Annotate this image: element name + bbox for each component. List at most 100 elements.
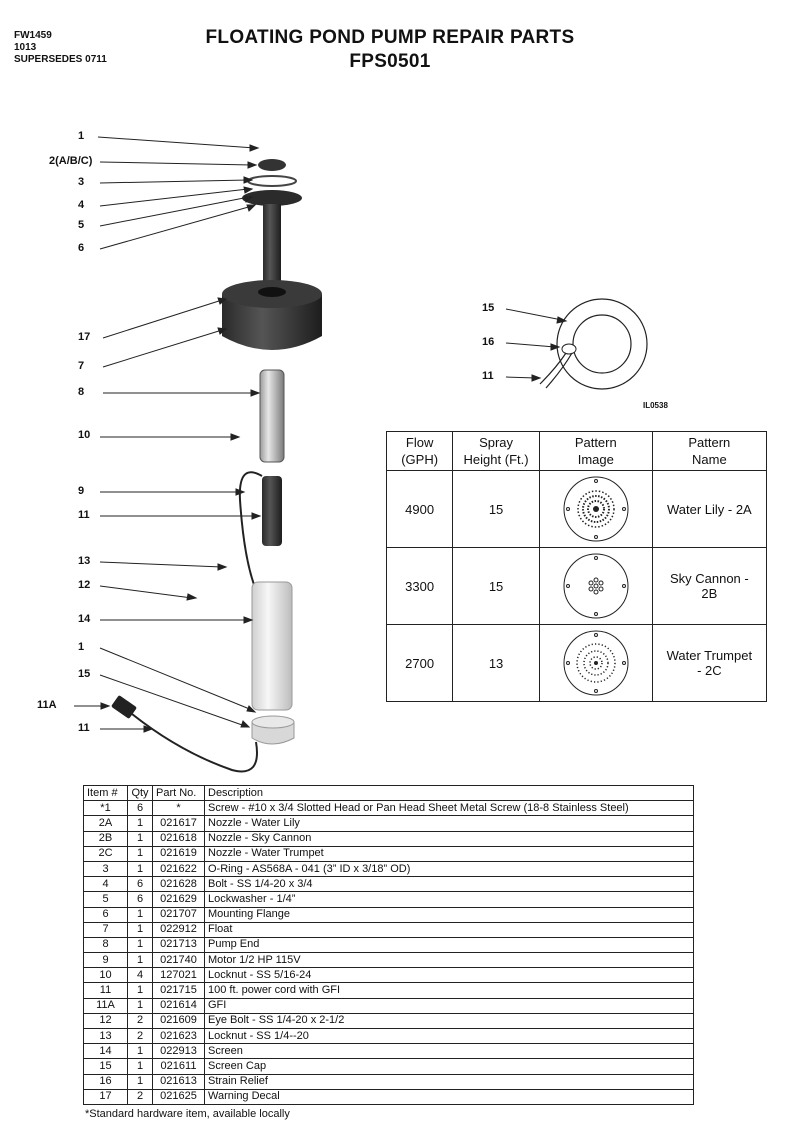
part-number: 021617	[152, 815, 205, 832]
description: Bolt - SS 1/4-20 x 3/4	[204, 876, 694, 893]
item-number: 6	[83, 906, 128, 923]
description: Locknut - SS 1/4--20	[204, 1027, 694, 1045]
callout-3: 3	[78, 176, 85, 188]
quantity: 1	[127, 1073, 153, 1090]
gfi-cord	[131, 713, 258, 773]
model-number: FPS0501	[349, 51, 431, 72]
document-codes: FW1459 1013 SUPERSEDES 0711	[14, 30, 107, 66]
pattern-name: Sky Cannon - 2B	[651, 547, 768, 625]
description: Locknut - SS 5/16-24	[204, 967, 694, 984]
callout-6: 6	[78, 242, 85, 254]
item-number: 17	[83, 1088, 128, 1105]
detail-callout-16: 16	[482, 336, 495, 348]
float-opening	[258, 287, 286, 297]
mounting-flange-part	[242, 190, 302, 206]
item-number: 12	[83, 1012, 128, 1030]
description: Mounting Flange	[204, 906, 694, 923]
callout-15: 15	[78, 668, 91, 680]
o-ring-part	[247, 175, 297, 187]
item-number: 2C	[83, 845, 128, 862]
quantity: 1	[127, 997, 153, 1014]
quantity: 1	[127, 921, 153, 938]
quantity: 1	[127, 845, 153, 862]
description: GFI	[204, 997, 694, 1014]
description: Float	[204, 921, 694, 938]
part-number: 021629	[152, 891, 205, 908]
pattern-row: 2700 13 Water Trumpet - 2C	[385, 624, 768, 702]
header-flow: Flow (GPH)	[385, 431, 454, 471]
item-number: 11A	[83, 997, 128, 1014]
pattern-row: 4900 15 Water Lily - 2A	[385, 470, 768, 548]
screen-part	[251, 581, 293, 711]
callout-11: 11	[78, 509, 90, 521]
item-number: 5	[83, 891, 128, 908]
header-part-no: Part No.	[152, 784, 205, 802]
spray-pattern-table: Flow (GPH) Spray Height (Ft.) Pattern Im…	[385, 431, 768, 702]
description: Screen Cap	[204, 1058, 694, 1075]
quantity: 1	[127, 1058, 153, 1075]
description: Warning Decal	[204, 1088, 694, 1105]
callout-5: 5	[78, 219, 85, 231]
callout-7: 7	[78, 360, 85, 372]
header-pattern-name: Pattern Name	[651, 431, 768, 471]
part-number: 021609	[152, 1012, 205, 1030]
callout-2abc: 2(A/B/C)	[49, 155, 93, 167]
nozzle-part	[258, 159, 286, 171]
description: Pump End	[204, 936, 694, 954]
item-number: 2A	[83, 815, 128, 832]
part-number: 021707	[152, 906, 205, 923]
callout-1-lower: 1	[78, 641, 85, 653]
quantity: 1	[127, 952, 153, 969]
item-number: 8	[83, 936, 128, 954]
height-value: 13	[452, 624, 540, 702]
description: 100 ft. power cord with GFI	[204, 982, 694, 999]
quantity: 6	[127, 891, 153, 908]
item-number: 4	[83, 876, 128, 893]
part-number: 021715	[152, 982, 205, 999]
quantity: 1	[127, 982, 153, 999]
doc-code-date: 1013	[14, 42, 37, 53]
part-number: 021713	[152, 936, 205, 954]
illustration-code: IL0538	[643, 401, 668, 410]
quantity: 1	[127, 936, 153, 954]
exploded-pump-diagram	[74, 136, 648, 773]
part-number: 127021	[152, 967, 205, 984]
description: Lockwasher - 1/4”	[204, 891, 694, 908]
flow-value: 4900	[385, 470, 454, 548]
part-number: 021622	[152, 860, 205, 878]
callout-17: 17	[78, 331, 91, 343]
pattern-row: 3300 15 Sky Cannon - 2B	[385, 547, 768, 625]
part-number: 022913	[152, 1043, 205, 1060]
item-number: 3	[83, 860, 128, 878]
part-number: 021614	[152, 997, 205, 1014]
part-number: 022912	[152, 921, 205, 938]
item-number: 13	[83, 1027, 128, 1045]
item-number: 11	[83, 982, 128, 999]
pattern-name: Water Trumpet - 2C	[651, 624, 768, 702]
callout-8: 8	[78, 386, 85, 398]
discharge-stem-part	[263, 204, 281, 284]
part-number: 021613	[152, 1073, 205, 1090]
callout-12: 12	[78, 579, 91, 591]
callout-1: 1	[78, 130, 85, 142]
item-number: 15	[83, 1058, 128, 1075]
page-title: FLOATING POND PUMP REPAIR PARTS	[205, 27, 575, 48]
pattern-image-cell	[538, 547, 653, 625]
callout-14: 14	[78, 613, 91, 625]
description: Nozzle - Sky Cannon	[204, 830, 694, 847]
quantity: 1	[127, 830, 153, 847]
water-trumpet-pattern-icon	[563, 630, 629, 696]
parts-header-row: Item # Qty Part No. Description	[83, 784, 694, 802]
